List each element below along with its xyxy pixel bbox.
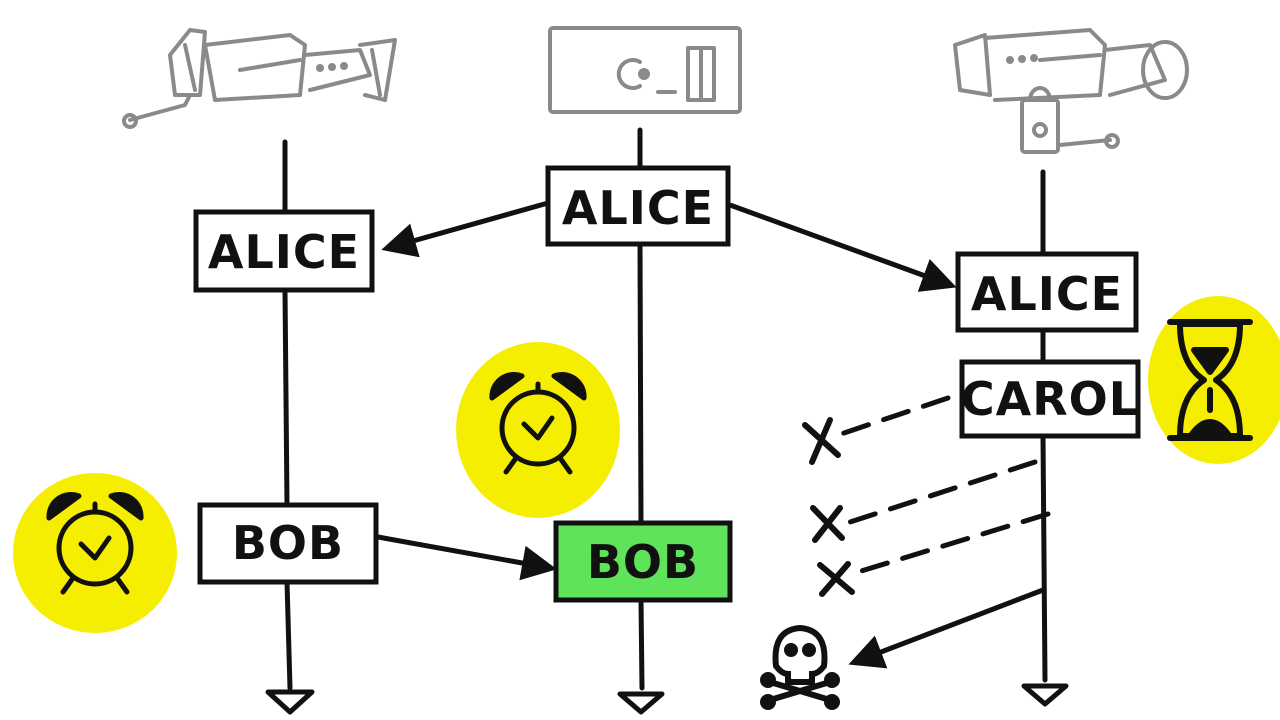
timeline-end-center xyxy=(617,691,665,715)
alarm-clock-icon xyxy=(46,491,144,595)
timeline-right xyxy=(1040,169,1048,683)
timeline-end-left xyxy=(265,689,315,715)
message-bob-left: BOB xyxy=(197,502,379,585)
alarm-clock-icon xyxy=(489,371,587,475)
message-bob-left-label: BOB xyxy=(232,516,344,570)
message-alice-center-label: ALICE xyxy=(562,181,714,235)
dropped-messages xyxy=(835,395,1051,575)
message-alice-right: ALICE xyxy=(955,251,1139,333)
cross-icon xyxy=(817,561,855,597)
satellite-icon xyxy=(122,28,397,129)
cross-icon xyxy=(810,505,845,543)
message-carol-right: CAROL xyxy=(959,359,1141,439)
arrow-alice-to-left xyxy=(381,200,549,258)
timer-highlight-center xyxy=(456,342,620,518)
server-icon xyxy=(548,26,742,114)
arrow-to-skull xyxy=(848,587,1044,669)
message-bob-center-label: BOB xyxy=(587,535,699,589)
timeline-end-right xyxy=(1021,683,1069,707)
arrow-bob-to-center xyxy=(377,534,557,581)
message-alice-left: ALICE xyxy=(193,209,375,293)
message-alice-left-label: ALICE xyxy=(208,225,360,279)
message-bob-center-applied: BOB xyxy=(553,520,733,603)
hourglass-icon xyxy=(1167,319,1253,441)
message-alice-center: ALICE xyxy=(545,165,731,247)
timeline-left xyxy=(282,139,293,691)
satellite-locked-icon xyxy=(953,28,1189,154)
timer-highlight-left xyxy=(13,473,177,633)
message-carol-right-label: CAROL xyxy=(961,372,1139,426)
arrow-alice-to-right xyxy=(729,202,957,292)
cross-icon xyxy=(802,417,841,465)
message-alice-right-label: ALICE xyxy=(971,267,1123,321)
skull-and-crossbones-icon xyxy=(760,624,840,710)
timeline-center xyxy=(637,127,645,691)
